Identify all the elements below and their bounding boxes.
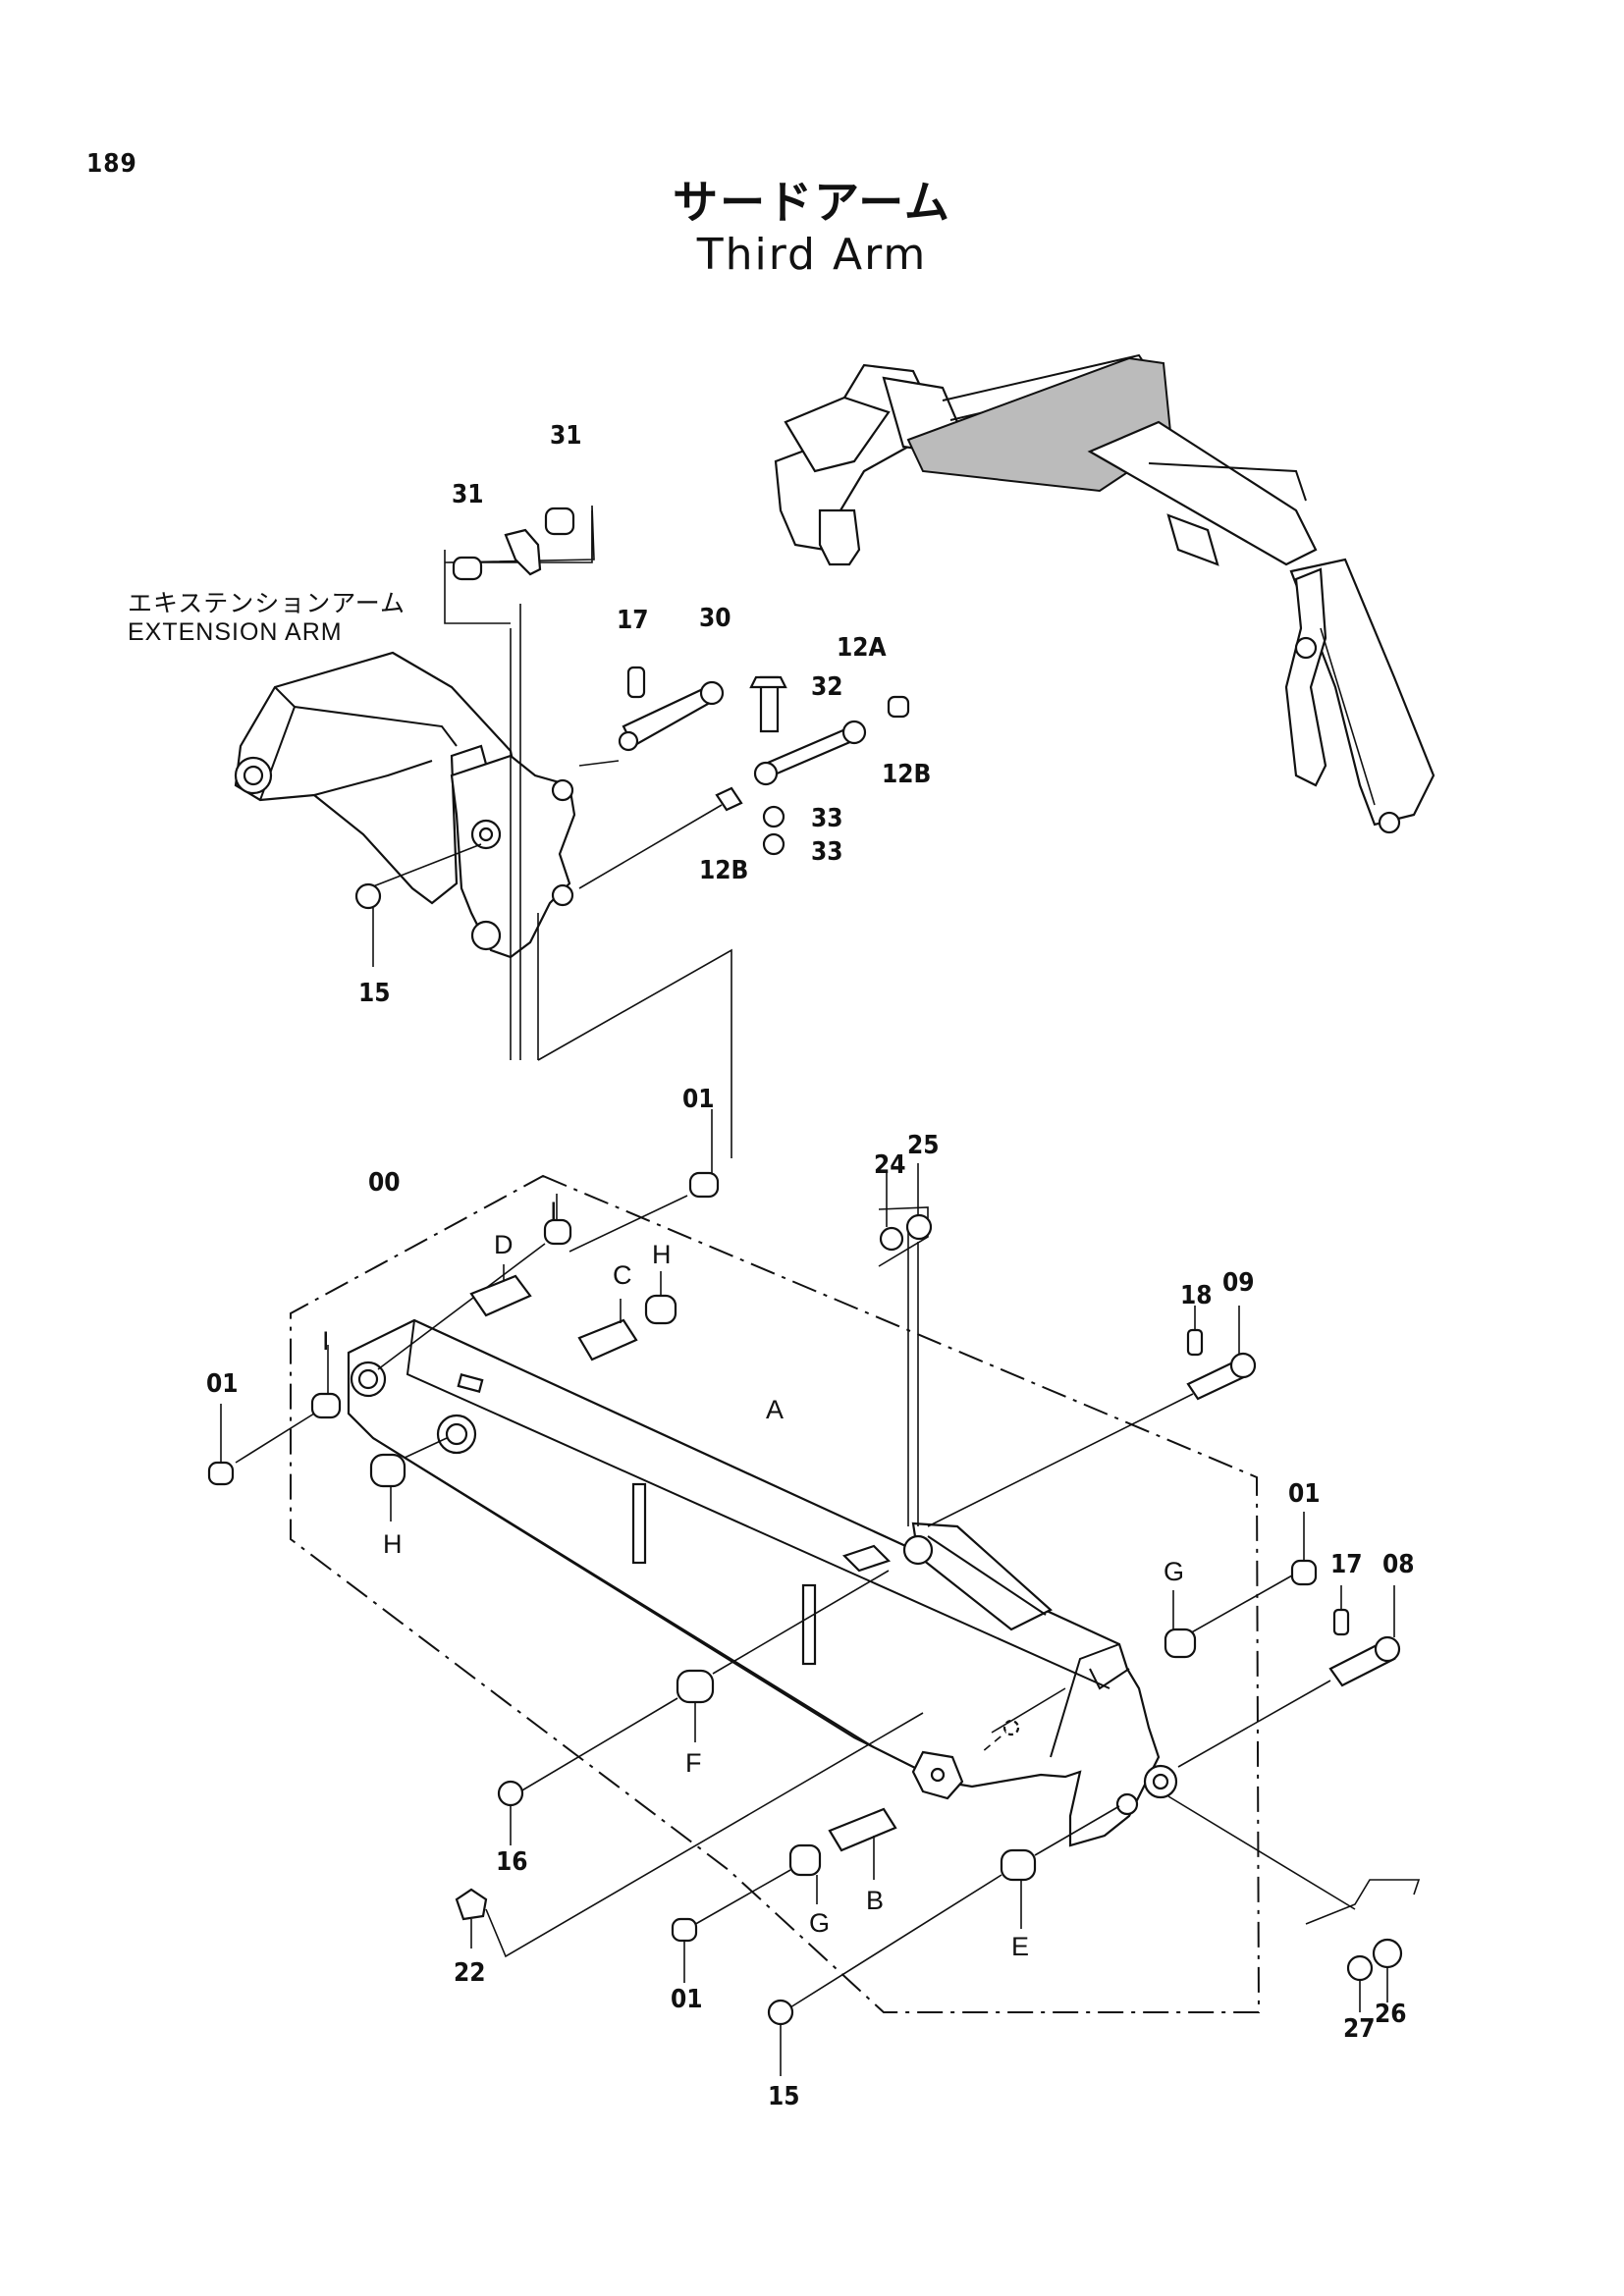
letter-H-top: H [652, 1240, 672, 1269]
callout-00: 00 [368, 1168, 401, 1198]
letter-G-right: G [1164, 1557, 1184, 1586]
callout-27: 27 [1343, 2014, 1376, 2044]
third-arm-hardware [207, 1109, 1421, 2076]
top-hardware-parts [354, 505, 910, 1158]
letter-B: B [866, 1886, 884, 1915]
third-arm-body [347, 1227, 1178, 1847]
extension-arm-label-english: EXTENSION ARM [128, 618, 343, 646]
callout-32: 32 [811, 672, 843, 702]
callout-01-left: 01 [206, 1369, 239, 1399]
third-arm-assembly-outline [290, 1174, 1261, 2013]
letter-G-bottom: G [809, 1908, 830, 1938]
callout-01-right: 01 [1288, 1479, 1321, 1509]
callout-12B-right: 12B [882, 760, 931, 789]
callout-16: 16 [496, 1847, 528, 1877]
callout-18: 18 [1180, 1281, 1213, 1310]
extension-arm-label-japanese: エキステンションアーム [128, 589, 406, 617]
letter-I-left: I [322, 1326, 330, 1356]
callout-22: 22 [454, 1958, 486, 1988]
extension-arm-drawing [234, 651, 576, 959]
callout-31-left: 31 [452, 480, 484, 509]
callout-31-right: 31 [550, 421, 582, 451]
callout-12B-left: 12B [699, 856, 748, 885]
letter-H-bottom: H [383, 1529, 403, 1559]
callout-15-top: 15 [358, 979, 391, 1008]
callout-26: 26 [1375, 2000, 1407, 2029]
callout-12A: 12A [837, 633, 887, 663]
letter-D: D [494, 1230, 514, 1259]
callout-01-top: 01 [682, 1085, 715, 1114]
page-number: 189 [86, 149, 137, 179]
page-title-english: Third Arm [696, 230, 928, 280]
letter-I-top: I [550, 1197, 558, 1226]
callout-01-bottom: 01 [671, 1985, 703, 2014]
letter-C: C [613, 1260, 632, 1290]
callout-17-right: 17 [1330, 1550, 1363, 1579]
callout-33-lower: 33 [811, 837, 843, 867]
callout-08: 08 [1382, 1550, 1415, 1579]
excavator-overview-drawing [774, 353, 1435, 834]
callout-25: 25 [907, 1131, 940, 1160]
page-title-japanese: サードアーム [673, 176, 951, 229]
letter-labels: D I C H I A H G F G B E [322, 1197, 1184, 1961]
callout-labels: 31 31 17 30 12A 32 12B 12B 33 33 15 01 0… [206, 421, 1415, 2111]
letter-F: F [685, 1748, 702, 1778]
letter-E: E [1011, 1932, 1029, 1961]
callout-09: 09 [1222, 1268, 1255, 1298]
callout-24: 24 [874, 1150, 906, 1180]
callout-33-upper: 33 [811, 804, 843, 833]
callout-17-top: 17 [617, 606, 649, 635]
callout-30: 30 [699, 604, 731, 633]
letter-A: A [766, 1395, 784, 1424]
callout-15-bottom: 15 [768, 2082, 800, 2111]
